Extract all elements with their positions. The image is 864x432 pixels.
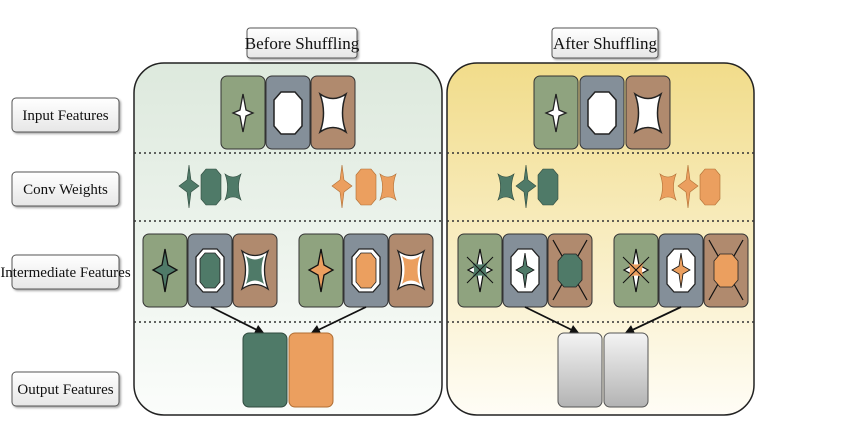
before-output-features (242, 332, 334, 408)
title-after-text: After Shuffling (553, 34, 658, 53)
row-label-output: Output Features (11, 371, 120, 407)
octagon-icon (587, 91, 617, 135)
concave-square-icon (379, 173, 397, 201)
row-label-weights: Conv Weights (11, 171, 120, 207)
octagon-icon (699, 168, 721, 206)
title-before-text: Before Shuffling (245, 34, 360, 53)
star-icon (515, 164, 537, 209)
after-intermediate-green (457, 233, 593, 308)
before-intermediate-orange (298, 233, 434, 308)
concave-square-icon (224, 173, 242, 201)
after-input-features (533, 75, 671, 150)
output-green (242, 332, 288, 408)
star-icon (178, 164, 200, 209)
octagon-icon (199, 252, 221, 289)
octagon-icon (713, 253, 739, 288)
output-gray-2 (603, 332, 649, 408)
before-input-features (220, 75, 356, 150)
row-label-input: Input Features (11, 97, 120, 133)
star-icon (671, 252, 691, 289)
star-icon (677, 164, 699, 209)
row-label-output-text: Output Features (17, 382, 113, 398)
row-label-intermediate: Intermediate Features (0, 254, 131, 290)
star-icon (307, 248, 335, 293)
star-icon (231, 93, 255, 133)
star-icon (151, 248, 179, 293)
star-icon (515, 252, 535, 289)
concave-square-icon (318, 92, 348, 134)
star-icon (331, 164, 353, 209)
octagon-icon (355, 252, 377, 289)
concave-square-icon (497, 173, 515, 201)
octagon-icon (273, 91, 303, 135)
output-gray-1 (557, 332, 603, 408)
row-label-weights-text: Conv Weights (23, 182, 108, 198)
after-arrows (524, 306, 682, 335)
after-conv-weights (497, 164, 721, 209)
octagon-icon (537, 168, 559, 206)
concave-square-icon (402, 256, 420, 284)
concave-square-icon (633, 92, 663, 134)
before-intermediate-green (142, 233, 278, 308)
star-icon (544, 93, 568, 133)
output-orange (288, 332, 334, 408)
before-conv-weights (178, 164, 397, 209)
concave-square-icon (659, 173, 677, 201)
title-before: Before Shuffling (245, 27, 360, 59)
after-output-features (557, 332, 649, 408)
title-after: After Shuffling (551, 27, 659, 59)
row-label-input-text: Input Features (22, 108, 108, 124)
before-arrows (210, 306, 367, 335)
panel-before (133, 62, 443, 416)
after-intermediate-orange (613, 233, 749, 308)
octagon-icon (557, 253, 583, 288)
octagon-icon (200, 168, 222, 206)
concave-square-icon (246, 256, 264, 284)
row-separators (134, 152, 754, 323)
octagon-icon (355, 168, 377, 206)
panel-after (446, 62, 755, 416)
row-label-intermediate-text: Intermediate Features (0, 265, 131, 281)
